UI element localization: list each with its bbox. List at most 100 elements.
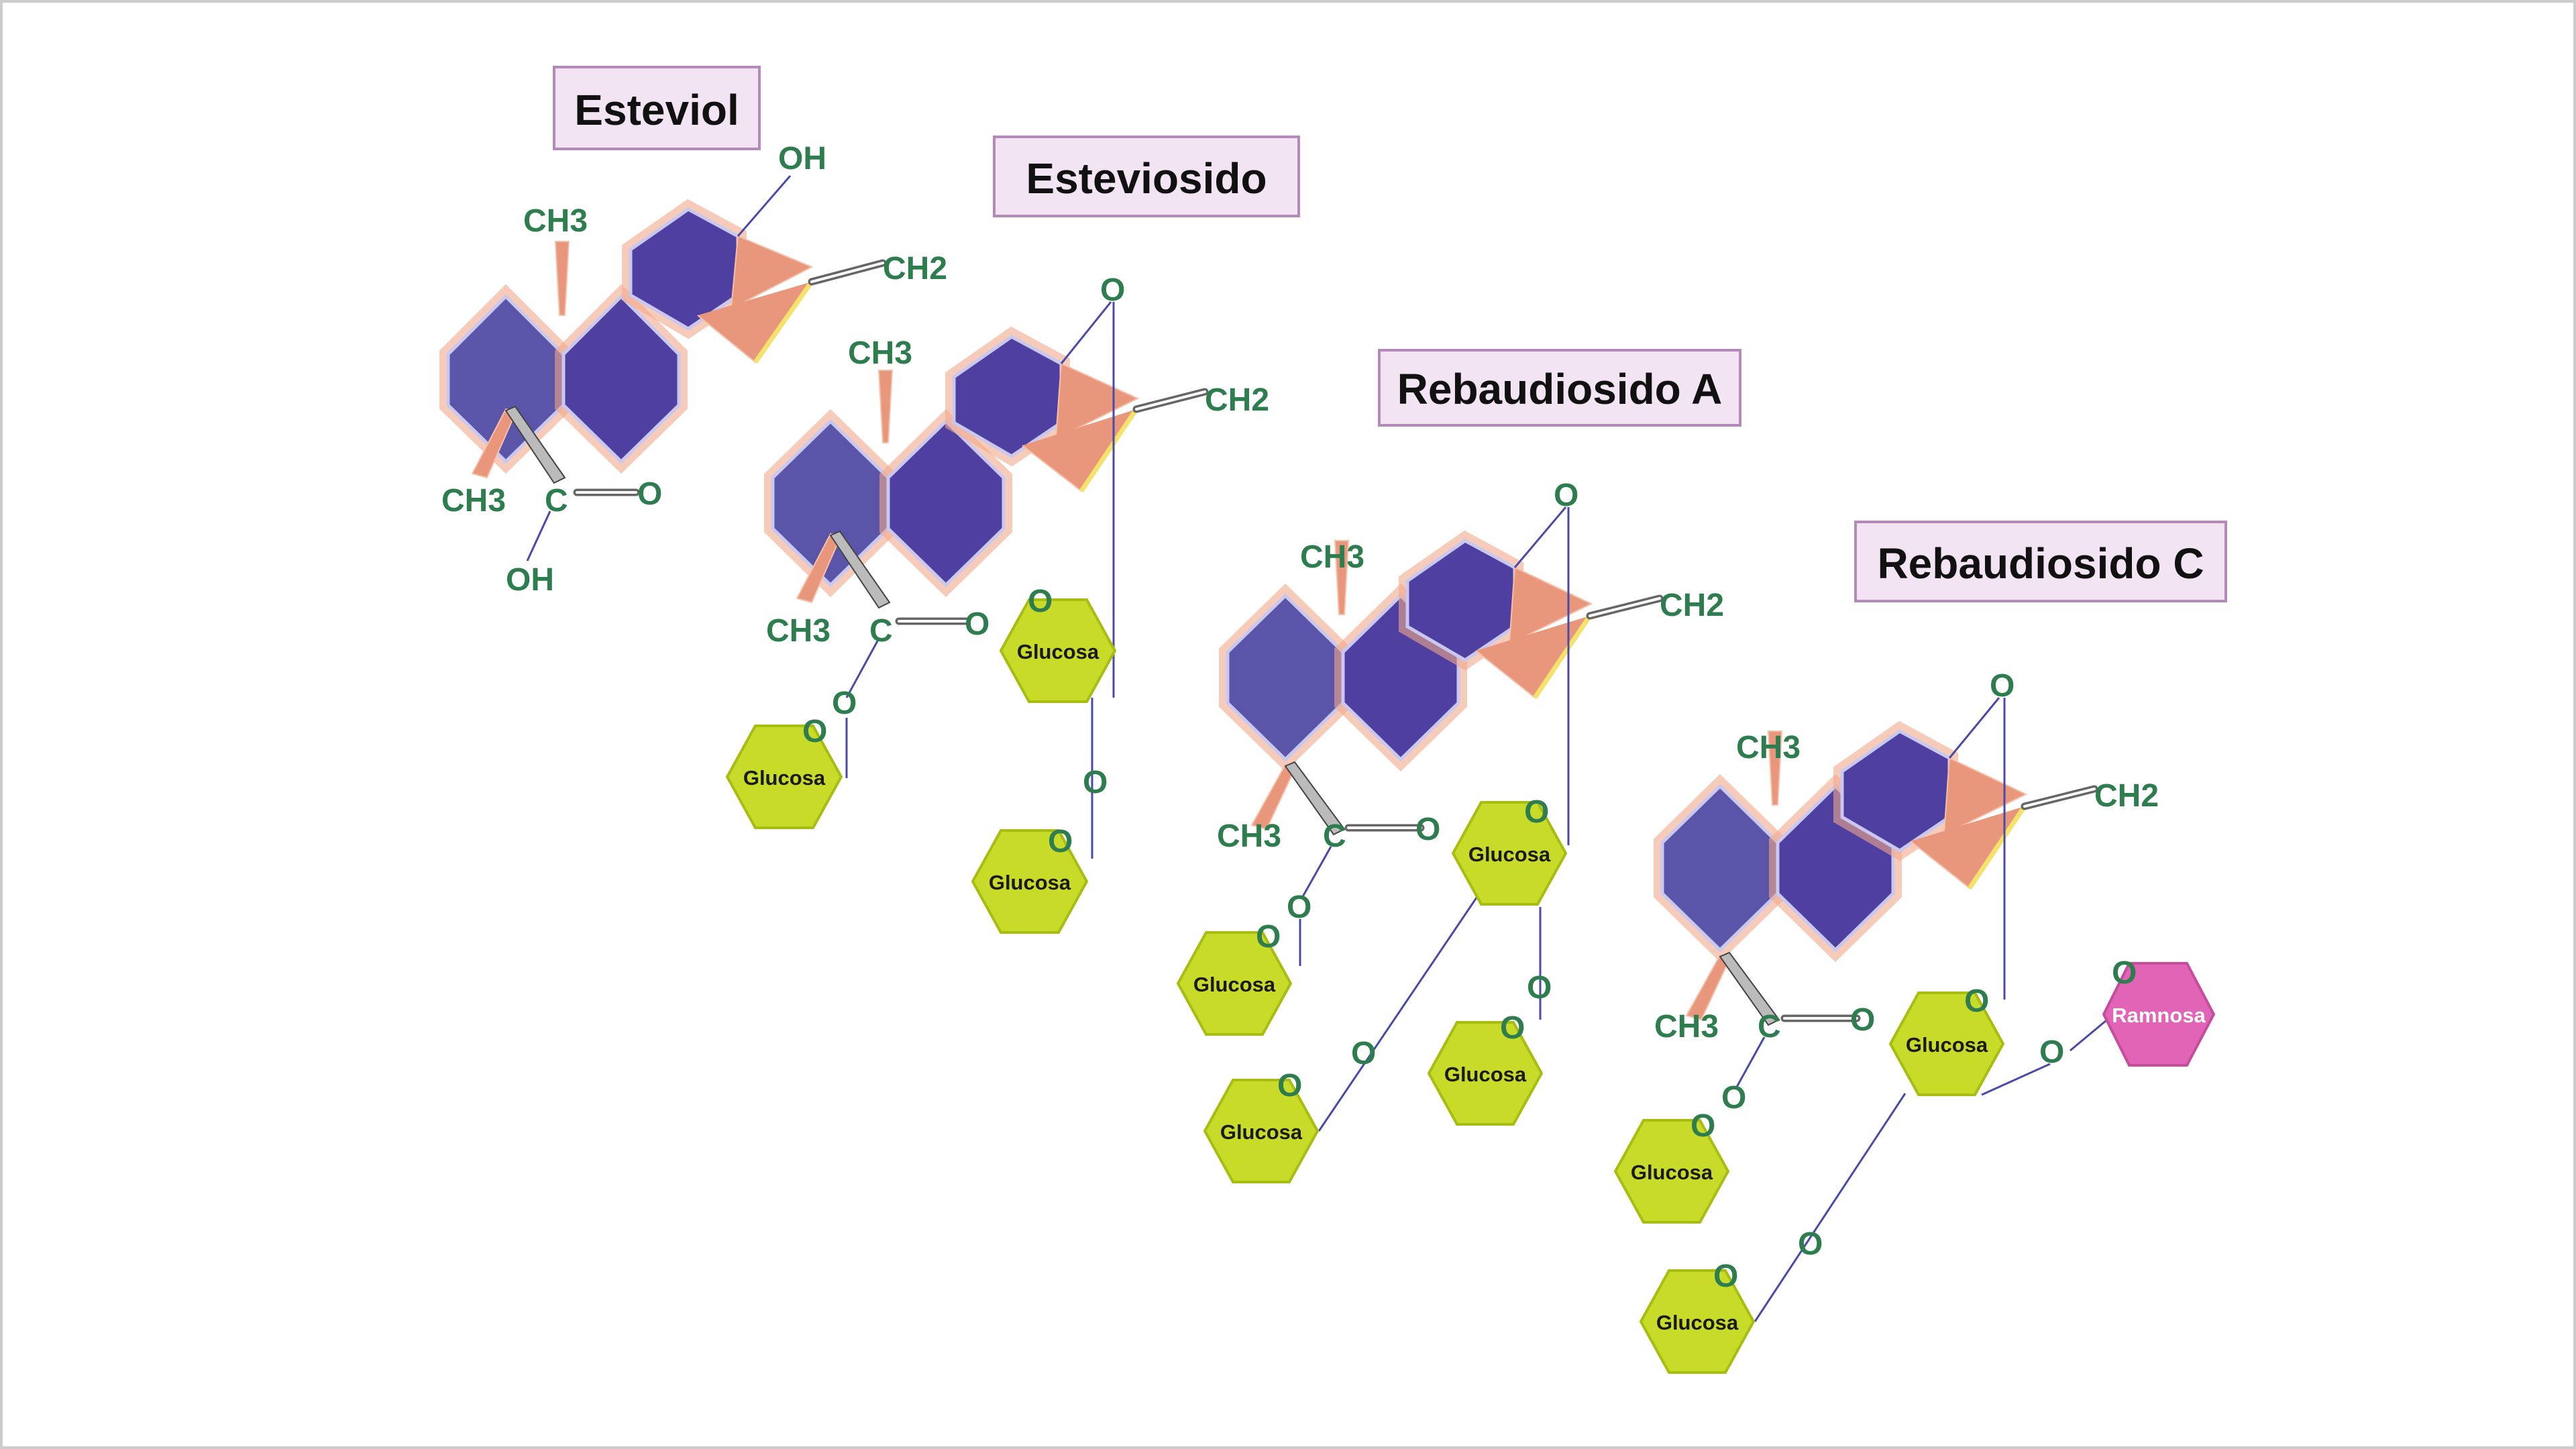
atom-o-carbonyl: O	[965, 606, 989, 642]
ch3-wedge-top	[877, 370, 894, 443]
steroid-skeleton	[439, 175, 887, 561]
atom-ch3-left: CH3	[766, 613, 830, 649]
svg-text:Glucosa: Glucosa	[1468, 843, 1551, 866]
svg-text:Glucosa: Glucosa	[989, 871, 1071, 894]
atom-o-carbonyl: O	[1415, 812, 1440, 847]
atom-o-ramnosa-link: O	[2039, 1034, 2064, 1070]
ramnosa: O Ramnosa	[2102, 955, 2216, 1067]
atom-ch2: CH2	[883, 251, 947, 286]
svg-text:Glucosa: Glucosa	[743, 766, 826, 790]
atom-ch3-left: CH3	[1654, 1009, 1719, 1044]
steroid-skeleton	[1654, 697, 2111, 1322]
bridge-wedge	[1943, 757, 2028, 836]
atom-o-top: O	[1554, 478, 1578, 513]
svg-text:Glucosa: Glucosa	[1193, 973, 1276, 996]
svg-text:Glucosa: Glucosa	[1220, 1120, 1303, 1144]
atom-ch3-top: CH3	[523, 203, 588, 239]
molecule-title-esteviol: Esteviol	[574, 86, 739, 134]
bridge-wedge	[1055, 362, 1140, 440]
svg-text:O: O	[1690, 1108, 1715, 1144]
atom-c: C	[1323, 818, 1346, 854]
svg-text:Glucosa: Glucosa	[1906, 1033, 1988, 1057]
svg-text:Ramnosa: Ramnosa	[2112, 1004, 2206, 1027]
svg-text:O: O	[1524, 794, 1549, 830]
atom-o-top: O	[1990, 668, 2015, 704]
glucosa-2: O Glucosa	[1613, 1108, 1730, 1224]
atom-ch3-left: CH3	[441, 483, 506, 519]
svg-text:O: O	[1048, 824, 1073, 859]
bridge-yellow-bond	[1533, 614, 1592, 699]
bridge-wedge	[1508, 566, 1593, 645]
molecule-title-rebaudiosido-c: Rebaudiosido C	[1877, 539, 2204, 588]
molecule-esteviol: Esteviol OH CH3 CH2 CH3 C O OH	[439, 66, 947, 598]
svg-text:O: O	[1277, 1068, 1302, 1104]
atom-o-top: O	[1100, 272, 1125, 308]
atom-o-carbonyl: O	[1850, 1002, 1875, 1038]
bridge-yellow-bond	[1079, 408, 1138, 492]
glucosa-2: O Glucosa	[725, 714, 843, 829]
bridge-yellow-bond	[1968, 805, 2027, 890]
svg-text:O: O	[2112, 955, 2137, 991]
atom-o-branch: O	[1798, 1226, 1823, 1262]
glucosa-3: O Glucosa	[1427, 1010, 1544, 1126]
svg-text:Glucosa: Glucosa	[1656, 1311, 1739, 1334]
atom-c: C	[545, 483, 568, 519]
carboxyl-hash-bond	[829, 530, 891, 609]
glucosa-2: O Glucosa	[1176, 919, 1293, 1036]
glucosa-1: O Glucosa	[1888, 983, 2005, 1096]
atom-o-branch: O	[1351, 1036, 1376, 1071]
atom-o-ester: O	[1721, 1080, 1746, 1116]
atom-ch2: CH2	[1205, 382, 1269, 418]
label-box-rebaudiosido-c	[1854, 521, 2227, 602]
atom-ch3-left: CH3	[1217, 818, 1281, 854]
atom-o-ester: O	[832, 686, 857, 721]
atom-ch3-top: CH3	[1300, 539, 1364, 575]
atom-o-carbonyl: O	[637, 476, 662, 512]
atom-c: C	[1758, 1009, 1781, 1044]
svg-text:O: O	[1713, 1258, 1738, 1294]
molecule-title-rebaudiosido-a: Rebaudiosido A	[1397, 365, 1723, 413]
molecule-esteviosido: Esteviosido O CH3 CH2 CH3	[725, 136, 1300, 934]
atom-o-ester: O	[1287, 890, 1311, 925]
atom-oh-top: OH	[778, 141, 826, 176]
ramnosa-bond	[1981, 1063, 2051, 1096]
glucosa-4: O Glucosa	[1203, 1068, 1320, 1183]
atom-oh-bottom: OH	[506, 562, 554, 598]
molecule-rebaudiosido-c: Rebaudiosido C O CH3 C	[1613, 521, 2227, 1374]
ch3-wedge-top	[554, 241, 570, 316]
ch3-wedge-top	[1767, 731, 1783, 806]
glucosa-1: O Glucosa	[1451, 794, 1568, 906]
atom-ch3-top: CH3	[1736, 730, 1801, 765]
bridge-wedge	[730, 235, 814, 310]
svg-text:Glucosa: Glucosa	[1017, 640, 1099, 663]
ch3-wedge-top	[1334, 540, 1350, 615]
atom-ch2: CH2	[1660, 588, 1724, 623]
atom-ch2: CH2	[2094, 778, 2159, 814]
bridge-yellow-bond	[753, 280, 814, 364]
carboxyl-hash-bond	[1719, 951, 1780, 1026]
molecule-rebaudiosido-a: Rebaudiosido A O CH3 C	[1176, 349, 1741, 1183]
atom-ch3-top: CH3	[848, 335, 912, 371]
svg-text:O: O	[1256, 919, 1281, 955]
svg-text:Glucosa: Glucosa	[1444, 1063, 1527, 1086]
svg-text:O: O	[1028, 584, 1053, 619]
label-box-esteviosido	[993, 136, 1300, 217]
atom-c: C	[869, 613, 893, 649]
atom-o-link: O	[1527, 970, 1552, 1006]
carboxyl-hash-bond	[1284, 761, 1346, 836]
steroid-skeleton	[764, 301, 1209, 859]
label-box-esteviol	[553, 66, 761, 150]
glucosa-branch-bond	[1754, 1093, 1907, 1322]
glucosa-1: O Glucosa	[999, 584, 1117, 703]
oh-bond	[737, 175, 792, 237]
ring-b	[561, 294, 681, 464]
steroid-skeleton	[1219, 506, 1664, 1132]
c-oh-bond	[526, 511, 551, 561]
label-box-rebaudiosido-a	[1378, 349, 1741, 427]
carboxyl-hash-bond	[504, 405, 566, 484]
svg-text:Glucosa: Glucosa	[1631, 1161, 1713, 1184]
glucosa-branch-bond	[1318, 882, 1488, 1132]
svg-text:O: O	[802, 714, 827, 749]
svg-text:O: O	[1500, 1010, 1525, 1046]
